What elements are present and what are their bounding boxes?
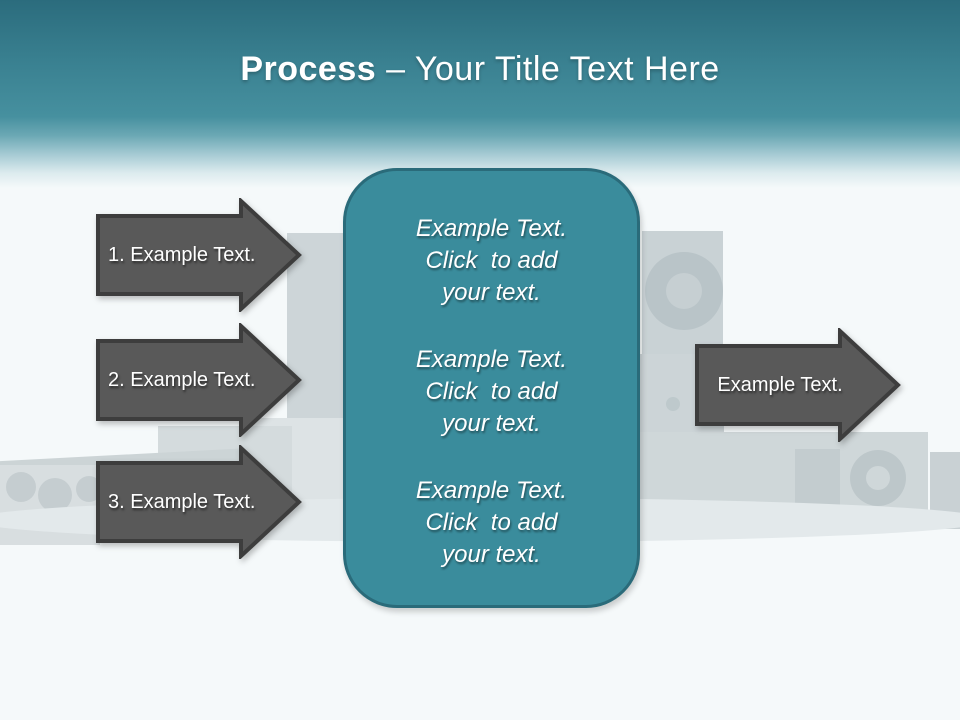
process-arrow-output-label: Example Text.: [717, 373, 843, 396]
process-arrow-step-2[interactable]: 2. Example Text.: [95, 323, 302, 437]
process-arrow-output[interactable]: Example Text.: [694, 328, 901, 442]
placeholder-line: Example Text.: [415, 215, 568, 242]
arrow-right-shape-icon: [96, 198, 302, 312]
text-placeholder-block-1[interactable]: Example Text. Click to add your text.: [370, 213, 613, 309]
placeholder-line: Example Text.: [415, 477, 568, 504]
placeholder-line: your text.: [442, 541, 541, 568]
header-banner: Process – Your Title Text Here: [0, 0, 960, 188]
speaker-cone-center-icon: [866, 466, 890, 490]
arrow-right-shape-icon: [96, 323, 302, 437]
speaker-cone-icon: [38, 478, 72, 512]
slide-title-keyword: Process: [240, 50, 377, 88]
slide-title-rest: – Your Title Text Here: [376, 50, 720, 88]
placeholder-line: Example Text.: [415, 346, 568, 373]
text-placeholder-block-2[interactable]: Example Text. Click to add your text.: [370, 344, 613, 440]
process-arrow-step-1[interactable]: 1. Example Text.: [95, 198, 302, 312]
speaker-panel: [795, 449, 840, 509]
placeholder-line: your text.: [442, 279, 541, 306]
placeholder-line: your text.: [442, 410, 541, 437]
speaker-cone-center-icon: [666, 273, 702, 309]
speaker-cabinet-far-right: [930, 452, 960, 529]
placeholder-line: Click to add: [425, 247, 558, 274]
speaker-cone-icon: [6, 472, 36, 502]
text-placeholder-block-3[interactable]: Example Text. Click to add your text.: [370, 475, 613, 571]
process-arrow-step-1-label: 1. Example Text.: [108, 243, 256, 266]
slide-title[interactable]: Process – Your Title Text Here: [0, 50, 960, 89]
center-text-box: Example Text. Click to add your text. Ex…: [343, 168, 640, 608]
speaker-cabinet-left-front: [0, 465, 100, 545]
process-arrow-step-3-label: 3. Example Text.: [108, 490, 256, 513]
speaker-cone-icon: [850, 450, 906, 506]
placeholder-line: Click to add: [425, 509, 558, 536]
process-arrow-step-2-label: 2. Example Text.: [108, 368, 256, 391]
speaker-cone-icon: [645, 252, 723, 330]
speaker-cone-icon: [666, 397, 680, 411]
placeholder-line: Click to add: [425, 378, 558, 405]
process-arrow-step-3[interactable]: 3. Example Text.: [95, 445, 302, 559]
speaker-cone-icon: [661, 449, 687, 475]
